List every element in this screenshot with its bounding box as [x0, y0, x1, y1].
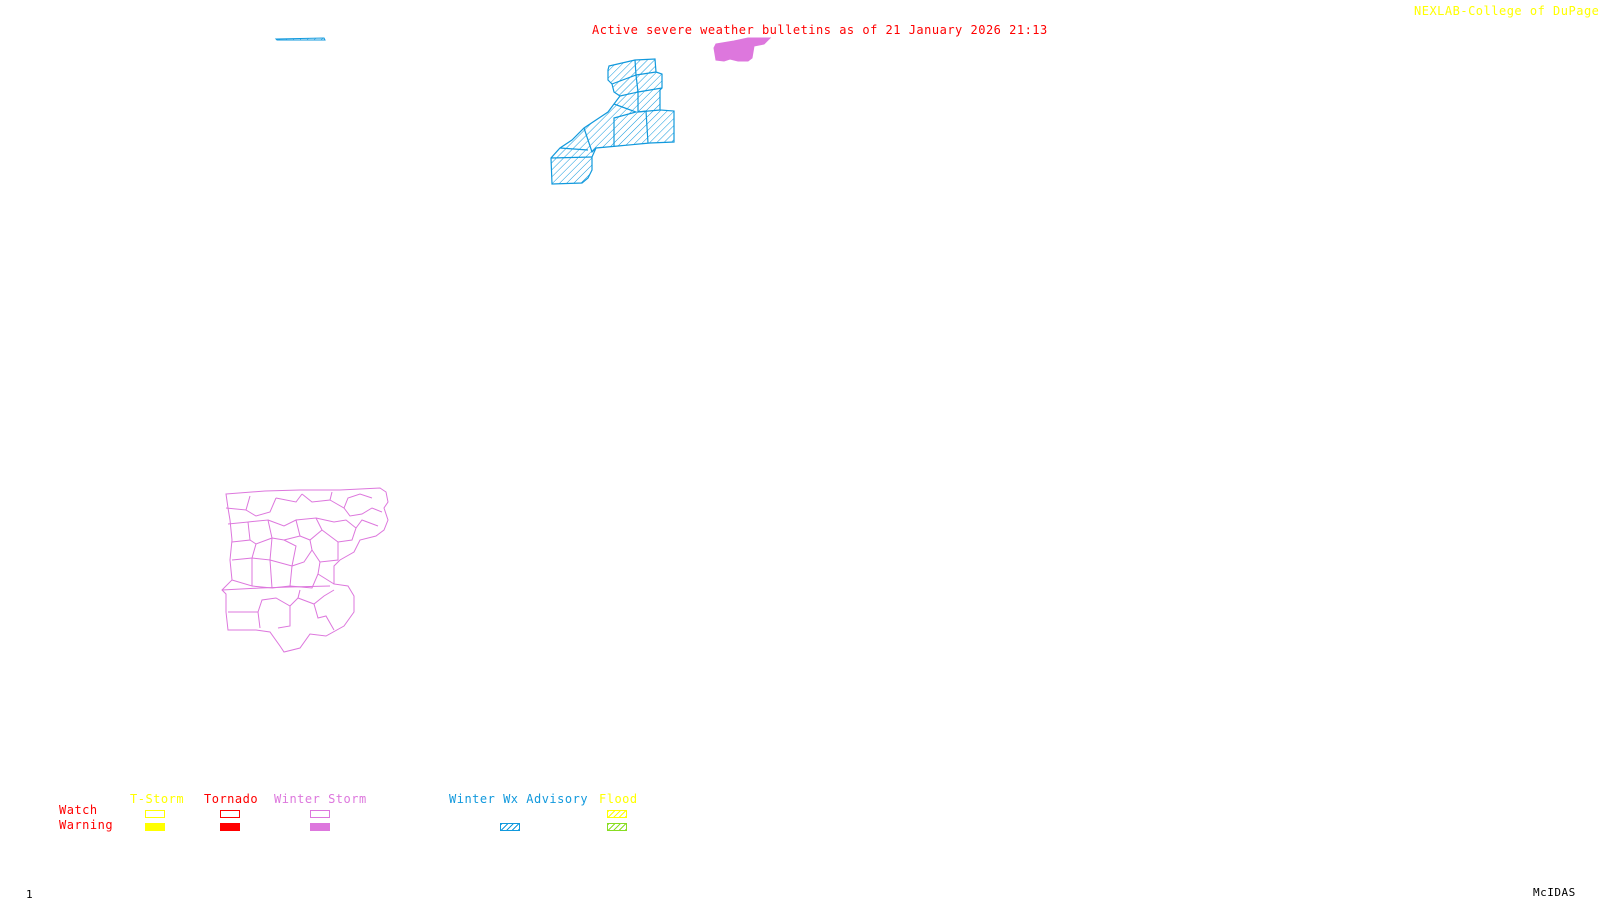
legend-tstorm-watch-swatch: [145, 810, 165, 818]
legend-flood-warning-swatch: [607, 823, 627, 831]
winter-storm-watch-counties: [221, 487, 389, 653]
credit-text: NEXLAB-College of DuPage: [1414, 4, 1600, 18]
legend-flood-watch-swatch: [607, 810, 627, 818]
legend-winter-wx-advisory-swatch: [500, 823, 520, 831]
legend-winter-storm-warning-swatch: [310, 823, 330, 831]
legend-tstorm-label: T-Storm: [130, 792, 185, 806]
frame-number: 1: [26, 888, 34, 901]
page-title: Active severe weather bulletins as of 21…: [592, 23, 1048, 37]
advisory-sliver-top: [274, 37, 326, 41]
legend-tornado-watch-swatch: [220, 810, 240, 818]
software-label: McIDAS: [1533, 886, 1576, 899]
winter-wx-advisory-counties: [550, 58, 675, 185]
legend-winter-storm-watch-swatch: [310, 810, 330, 818]
legend-winter-wx-advisory-label: Winter Wx Advisory: [449, 792, 589, 806]
legend-tornado-warning-swatch: [220, 823, 240, 831]
legend-row-warning: Warning: [59, 818, 114, 832]
legend-tornado-label: Tornado: [204, 792, 259, 806]
legend-winter-storm-label: Winter Storm: [274, 792, 367, 806]
legend-row-watch: Watch: [59, 803, 98, 817]
legend-flood-label: Flood: [599, 792, 638, 806]
winter-storm-warning-area: [713, 37, 772, 62]
credit-label: NEXLAB-College of DuPage ⇱: [1414, 4, 1600, 18]
legend-tstorm-warning-swatch: [145, 823, 165, 831]
